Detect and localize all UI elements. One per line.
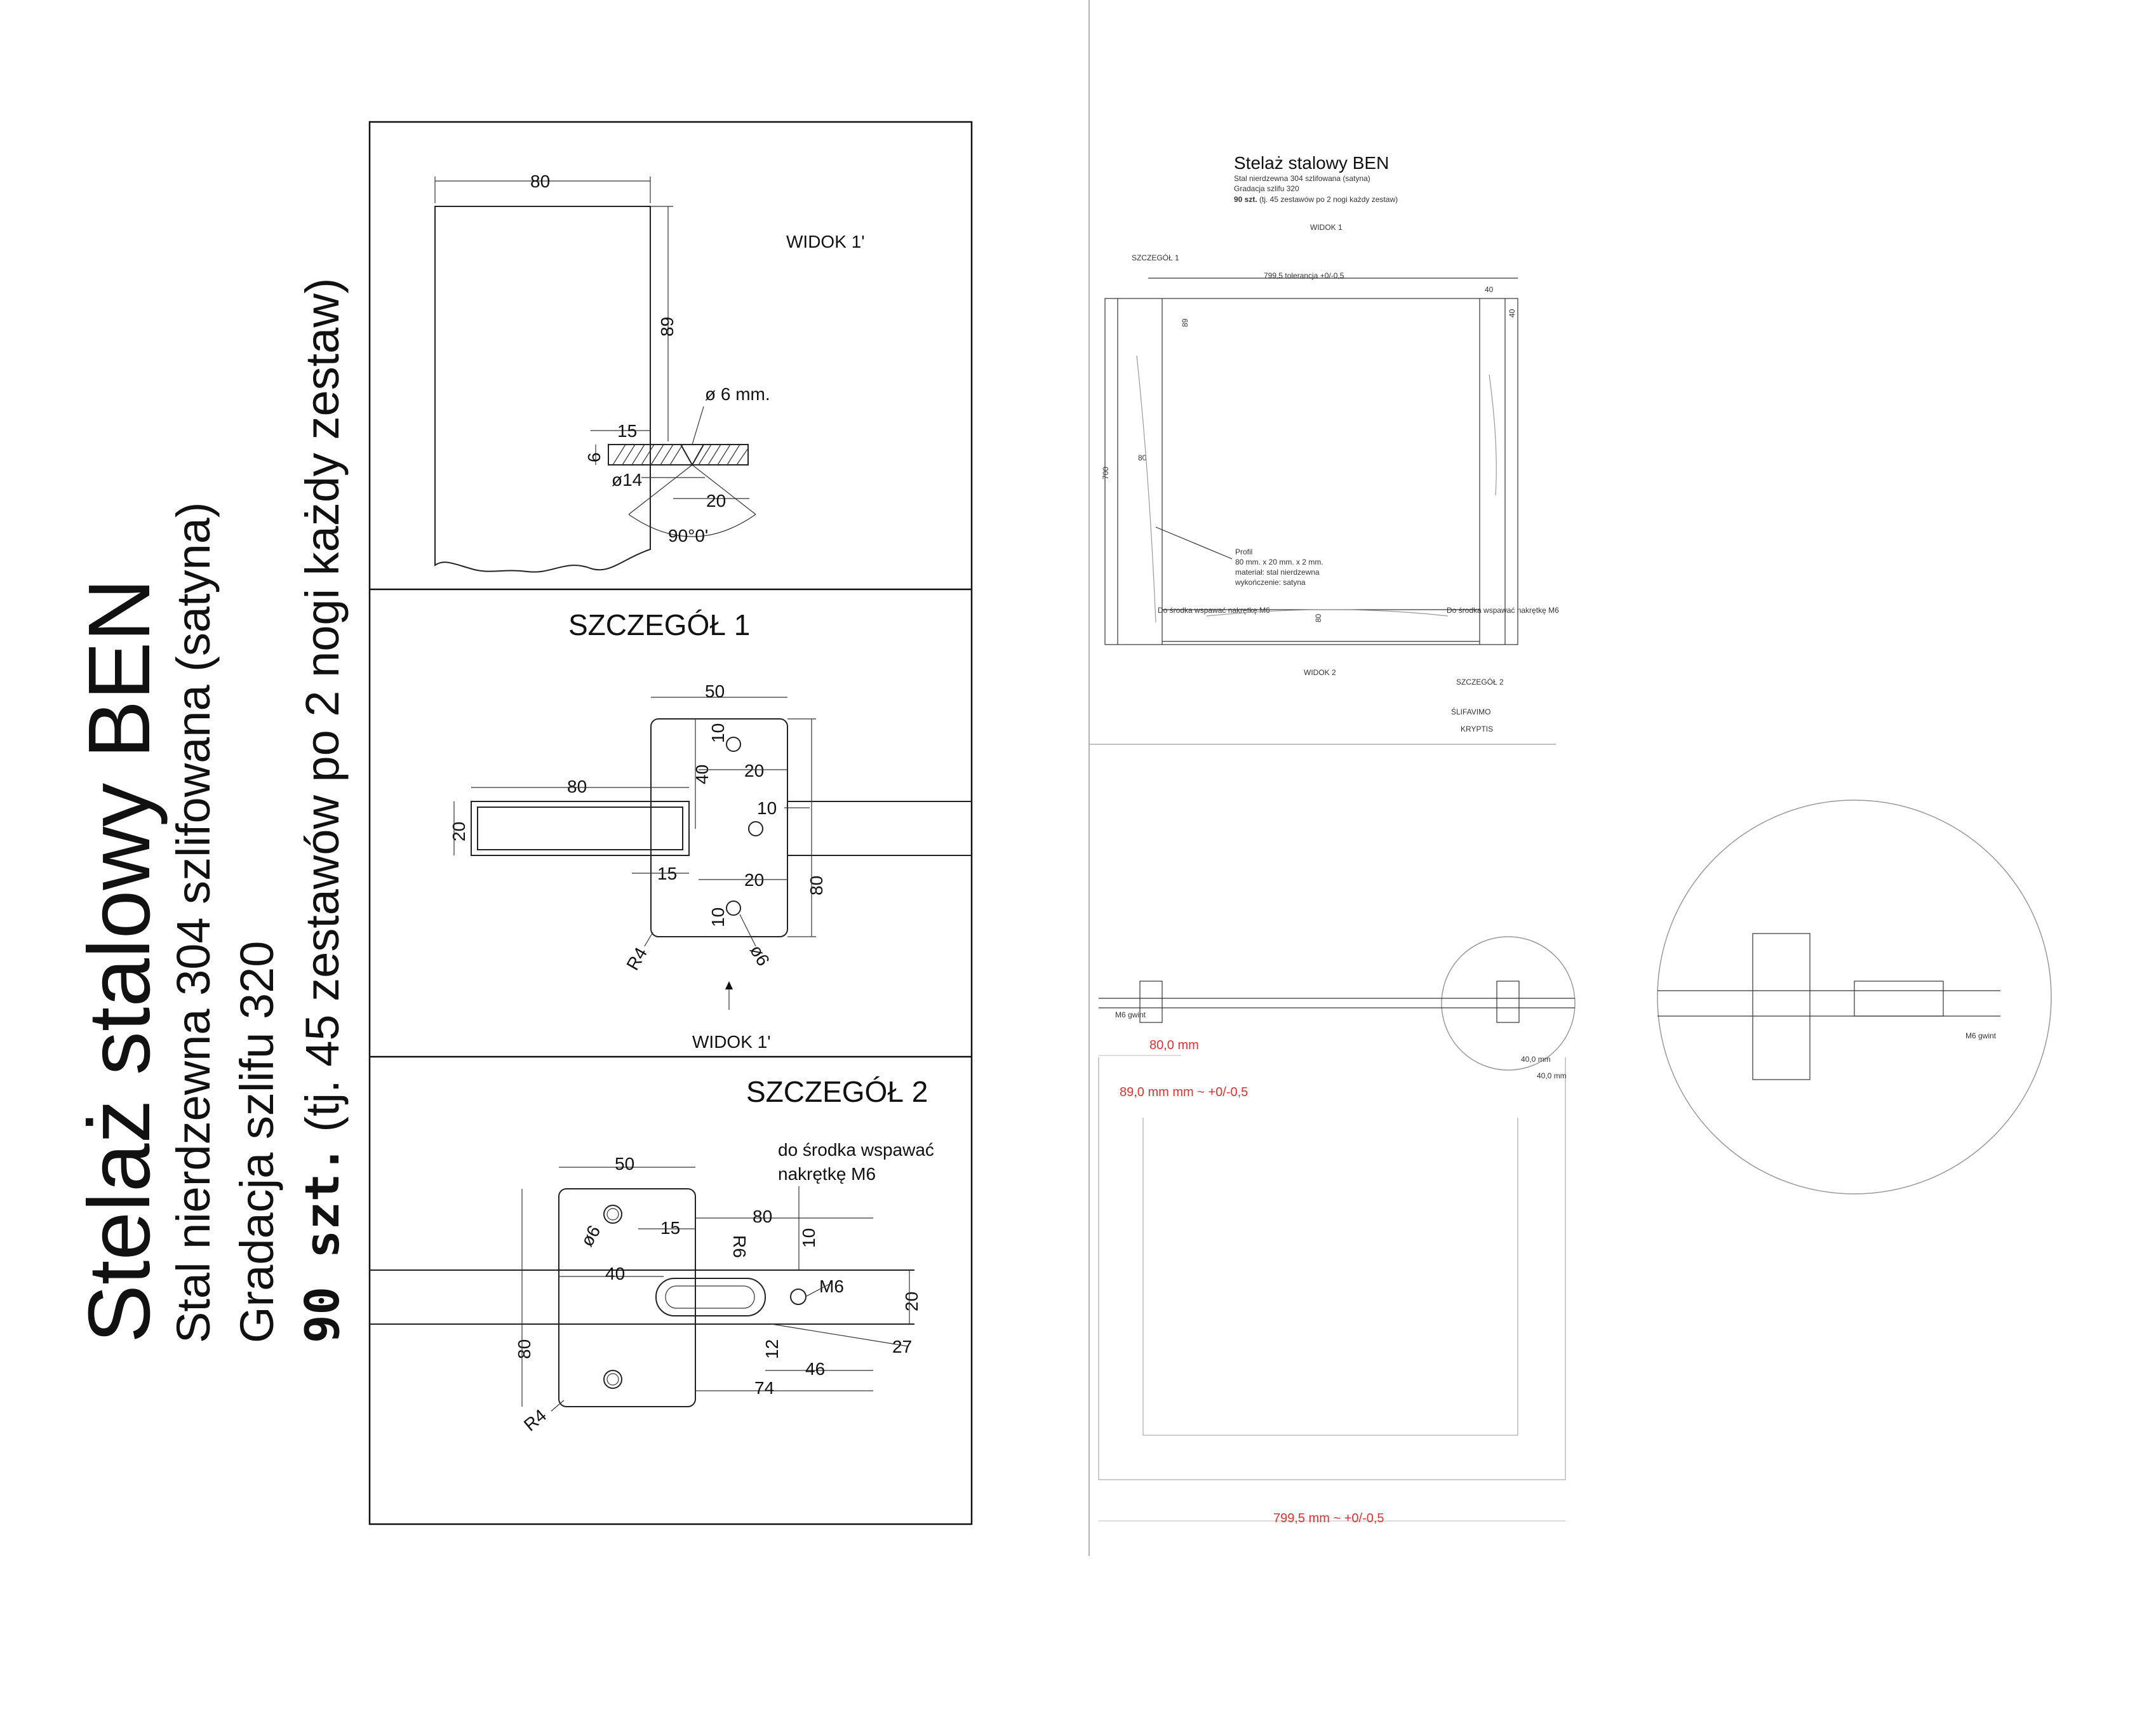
dim-r4: R4	[622, 944, 651, 974]
dim-phi6: ø6	[577, 1222, 604, 1250]
drawing-frame	[368, 121, 973, 1525]
dim-r4: R4	[520, 1405, 550, 1435]
nut-note-mini-1: Do środka wspawać nakrętkę M6	[1158, 606, 1270, 615]
hole-top	[603, 1205, 622, 1224]
plate-section	[608, 444, 749, 465]
dim-angle: 90°0'	[668, 526, 708, 546]
mini-detail-1: SZCZEGÓŁ 1	[1132, 253, 1179, 262]
dim-7995: 799,5 mm ~ +0/-0,5	[1273, 1511, 1384, 1525]
title-material: Stal nierdzewna 304 szlifowana (satyna)	[167, 502, 220, 1343]
nut-note-1: do środka wspawać	[778, 1140, 934, 1160]
profile-note-2: materiał: stal nierdzewna	[1235, 568, 1320, 577]
dim-12: 12	[762, 1339, 782, 1359]
dim-89mm: 89,0 mm mm ~ +0/-0,5	[1120, 1085, 1248, 1099]
dim-50: 50	[615, 1154, 634, 1174]
dim-74: 74	[754, 1378, 774, 1398]
dim-80-plate: 80	[807, 876, 826, 895]
dim-6: 6	[584, 452, 604, 462]
dim-46: 46	[805, 1359, 825, 1379]
profile-note-0: Profil	[1235, 547, 1252, 556]
profile-note-1: 80 mm. x 20 mm. x 2 mm.	[1235, 558, 1323, 566]
dim-10-bottom: 10	[708, 907, 728, 927]
mini-dim-80b: 80	[1314, 613, 1323, 622]
title-block: Stelaż stalowy BEN Stal nierdzewna 304 s…	[70, 278, 350, 1343]
dim-40: 40	[605, 1264, 625, 1283]
dim-15: 15	[660, 1218, 680, 1238]
plate-outline	[558, 1188, 696, 1407]
dim-phi14: ø14	[612, 470, 642, 490]
mini-dim-700: 700	[1101, 467, 1110, 479]
dim-20-upper: 20	[744, 761, 764, 780]
hole-bottom	[603, 1370, 622, 1389]
dim-89: 89	[657, 317, 677, 337]
hand-note-2: KRYPTIS	[1461, 725, 1493, 733]
nut-note-mini-2: Do środka wspawać nakrętkę M6	[1447, 606, 1559, 615]
detail-1-heading: SZCZEGÓŁ 1	[568, 608, 750, 641]
mini-line2: Stal nierdzewna 304 szlifowana (satyna)	[1234, 174, 1370, 183]
dim-15: 15	[617, 421, 637, 441]
profile-section	[471, 801, 690, 856]
dim-27: 27	[892, 1337, 912, 1356]
dim-80-profile: 80	[567, 777, 587, 796]
mini-view-1: WIDOK 1	[1310, 223, 1342, 232]
mini-title: Stelaż stalowy BEN	[1234, 153, 1389, 173]
dim-phi6: ø6	[746, 942, 773, 970]
small-label-1: 40,0 mm	[1537, 1071, 1567, 1080]
nut-m6	[790, 1289, 807, 1305]
dim-50: 50	[705, 681, 725, 701]
dim-m6: M6	[819, 1276, 844, 1296]
mini-dim-40a: 40	[1485, 285, 1494, 294]
dim-20-side: 20	[449, 822, 469, 841]
view-1-label: WIDOK 1'	[786, 232, 865, 251]
view-1-label-detail: WIDOK 1'	[692, 1032, 771, 1052]
title-quantity: 90 szt. (tj. 45 zestawów po 2 nogi każdy…	[295, 278, 350, 1343]
mini-dim-89: 89	[1181, 318, 1189, 327]
dim-10-top: 10	[708, 723, 728, 743]
mini-line4: 90 szt. (tj. 45 zestawów po 2 nogi każdy…	[1234, 195, 1398, 204]
hole-top	[726, 737, 741, 752]
lower-drawing: 80,0 mm 89,0 mm mm ~ +0/-0,5 799,5 mm ~ …	[1098, 800, 2052, 1525]
detail-2-heading: SZCZEGÓŁ 2	[746, 1075, 928, 1108]
hole-note: ø 6 mm.	[705, 384, 770, 404]
small-label-2: M6 gwint	[1115, 1010, 1146, 1019]
mini-view-2: WIDOK 2	[1304, 668, 1336, 677]
nut-note-2: nakrętkę M6	[778, 1164, 876, 1184]
mini-width-note: 799,5 tolerancja +0/-0,5	[1264, 271, 1344, 280]
panel-view-1: WIDOK 1' 80 89 ø 6 mm. 15 6	[434, 171, 865, 573]
dim-80: 80	[753, 1207, 772, 1226]
profile-note-3: wykończenie: satyna	[1235, 578, 1306, 587]
profile-outline	[434, 206, 651, 573]
detail-circle-small	[1441, 936, 1576, 1071]
hole-bottom	[726, 901, 741, 916]
hand-note-1: ŚLIFAVIMO	[1451, 707, 1490, 716]
dim-10-mid: 10	[757, 798, 777, 818]
title-quantity-rest: (tj. 45 zestawów po 2 nogi każdy zestaw)	[296, 278, 349, 1146]
small-label-0: 40,0 mm	[1521, 1055, 1551, 1064]
title-main: Stelaż stalowy BEN	[70, 579, 168, 1343]
small-label-3: M6 gwint	[1965, 1031, 1997, 1040]
mini-line3: Gradacja szlifu 320	[1234, 184, 1299, 193]
mini-drawing: Stelaż stalowy BEN Stal nierdzewna 304 s…	[1088, 0, 1559, 1556]
dim-20: 20	[902, 1292, 921, 1311]
title-grit: Gradacja szlifu 320	[231, 941, 283, 1343]
mini-detail-2: SZCZEGÓŁ 2	[1456, 677, 1504, 686]
hole-mid	[748, 821, 763, 836]
panel-detail-1: SZCZEGÓŁ 1 50 10 40 20 10 80 20 15 20 10…	[449, 608, 972, 1052]
dim-80: 80	[530, 171, 550, 191]
dim-80mm: 80,0 mm	[1149, 1038, 1199, 1052]
dim-80-plate: 80	[514, 1339, 534, 1359]
dim-r6: R6	[730, 1235, 749, 1258]
dim-10: 10	[799, 1228, 819, 1248]
plate-outline	[650, 718, 788, 937]
panel-detail-2: SZCZEGÓŁ 2 do środka wspawać nakrętkę M6…	[370, 1075, 934, 1435]
dim-20: 20	[706, 491, 726, 511]
slot	[655, 1278, 766, 1316]
detail-circle-large	[1657, 800, 2052, 1195]
mini-dim-40b: 40	[1508, 309, 1517, 318]
title-quantity-bold: 90 szt.	[295, 1145, 350, 1343]
mini-dim-80: 80	[1138, 453, 1147, 462]
